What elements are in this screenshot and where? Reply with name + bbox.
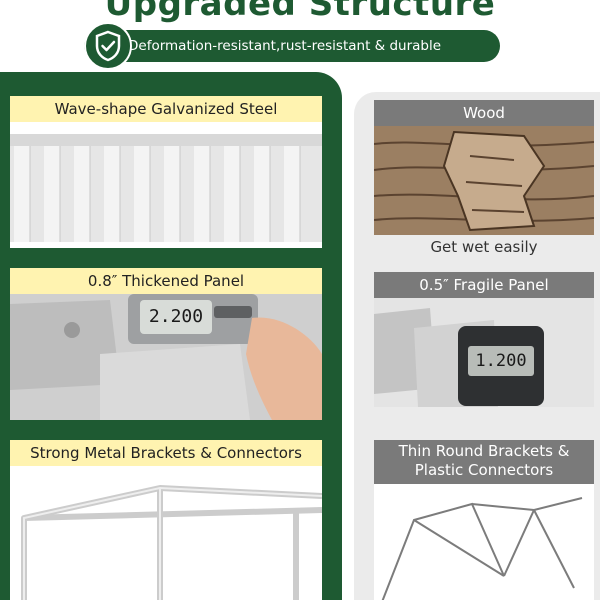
thin-caliper-reading: 1.200 (475, 351, 527, 371)
wood-caption: Get wet easily (430, 238, 538, 256)
thickened-panel-label: 0.8″ Thickened Panel (10, 268, 322, 294)
subtitle-banner: Deformation-resistant,rust-resistant & d… (84, 30, 500, 62)
fragile-panel-card: 0.5″ Fragile Panel 1.200 (374, 272, 594, 407)
thick-caliper-reading: 2.200 (148, 306, 204, 327)
galvanized-steel-label: Wave-shape Galvanized Steel (10, 96, 322, 122)
plastic-connectors-label-line2: Plastic Connectors (414, 461, 554, 479)
galvanized-steel-card: Wave-shape Galvanized Steel (10, 96, 322, 248)
subtitle-text: Deformation-resistant,rust-resistant & d… (128, 38, 442, 54)
thin-panel-caliper-image (374, 298, 594, 407)
plastic-connectors-label-line1: Thin Round Brackets & (398, 442, 570, 460)
metal-frame-image (21, 485, 322, 600)
thickened-panel-card: 0.8″ Thickened Panel 2.200 (10, 268, 322, 420)
fragile-panel-label: 0.5″ Fragile Panel (374, 272, 594, 298)
metal-brackets-card: Strong Metal Brackets & Connectors (10, 440, 322, 600)
plastic-connectors-card: Thin Round Brackets & Plastic Connectors (374, 440, 594, 600)
page-title: Upgraded Structure (104, 0, 496, 24)
wood-card: Wood (374, 100, 594, 235)
rotten-wood-image (374, 126, 594, 235)
thin-frame-image (381, 497, 583, 600)
wood-label: Wood (374, 100, 594, 126)
metal-brackets-label: Strong Metal Brackets & Connectors (10, 440, 322, 466)
corrugated-steel-image (10, 134, 322, 242)
plastic-connectors-label: Thin Round Brackets & Plastic Connectors (374, 440, 594, 484)
thick-panel-caliper-image (10, 294, 322, 420)
shield-check-icon (84, 22, 132, 70)
